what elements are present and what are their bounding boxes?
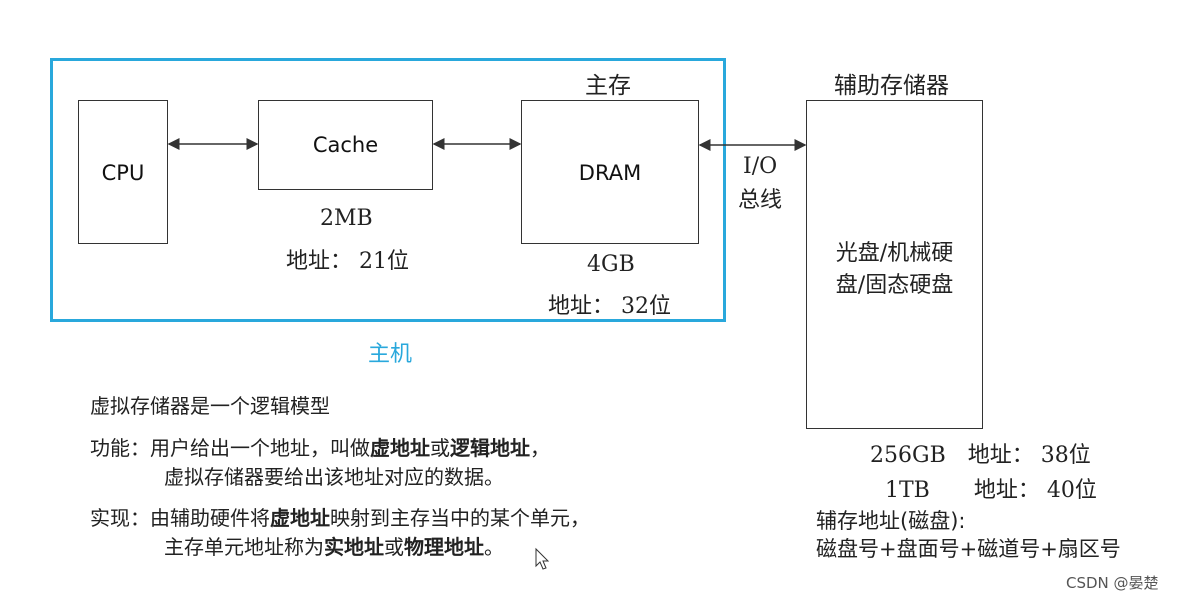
storage-title: 辅助存储器 [834,73,949,99]
impl-text-period: 。 [484,535,504,559]
physical-address-term: 物理地址 [404,535,484,559]
function-text-comma: ， [530,436,550,460]
function-prefix: 功能： [90,436,150,460]
aux-address-value: 磁盘号+盘面号+磁道号+扇区号 [816,537,1121,561]
cpu-box: CPU [78,100,168,244]
cache-label: Cache [312,133,379,157]
impl-text-l2a: 主存单元地址称为 [164,535,324,559]
dram-box: DRAM [521,100,699,244]
function-line-2: 虚拟存储器要给出该地址对应的数据。 [164,465,504,489]
dram-size: 4GB [587,252,635,277]
impl-line-1: 实现：由辅助硬件将虚地址映射到主存当中的某个单元， [90,502,590,531]
storage-box: 光盘/机械硬 盘/固态硬盘 [806,100,983,429]
storage-spec-1tb: 1TB 地址： 40位 [885,478,1097,503]
impl-text-a: 由辅助硬件将 [150,506,270,530]
notes-title: 虚拟存储器是一个逻辑模型 [90,394,330,418]
function-text-or: 或 [430,436,450,460]
mouse-cursor-icon [535,547,550,570]
aux-address-title: 辅存地址(磁盘): [816,509,966,533]
impl-line-2: 主存单元地址称为实地址或物理地址。 [164,531,504,560]
storage-type-line2: 盘/固态硬盘 [835,273,954,298]
io-bus-label-line2: 总线 [738,188,783,213]
watermark: CSDN @晏楚 [1066,574,1159,592]
storage-type-line1: 光盘/机械硬 [835,241,954,266]
impl-virtual-address-term: 虚地址 [270,506,330,530]
real-address-term: 实地址 [324,535,384,559]
storage-spec-256gb: 256GB 地址： 38位 [870,443,1091,468]
cache-box: Cache [258,100,433,190]
host-label: 主机 [368,342,413,367]
cpu-label: CPU [101,161,145,185]
function-text-a: 用户给出一个地址，叫做 [150,436,370,460]
dram-address: 地址： 32位 [548,294,671,319]
main-memory-title: 主存 [585,73,631,99]
cache-address: 地址： 21位 [286,249,409,274]
dram-label: DRAM [578,161,642,185]
logical-address-term: 逻辑地址 [450,436,530,460]
cache-size: 2MB [320,206,373,231]
virtual-address-term: 虚地址 [370,436,430,460]
io-bus-label-line1: I/O [743,154,778,179]
function-line-1: 功能：用户给出一个地址，叫做虚地址或逻辑地址， [90,432,550,461]
impl-text-or: 或 [384,535,404,559]
impl-text-c: 映射到主存当中的某个单元， [330,506,590,530]
impl-prefix: 实现： [90,506,150,530]
host-frame [50,58,726,322]
